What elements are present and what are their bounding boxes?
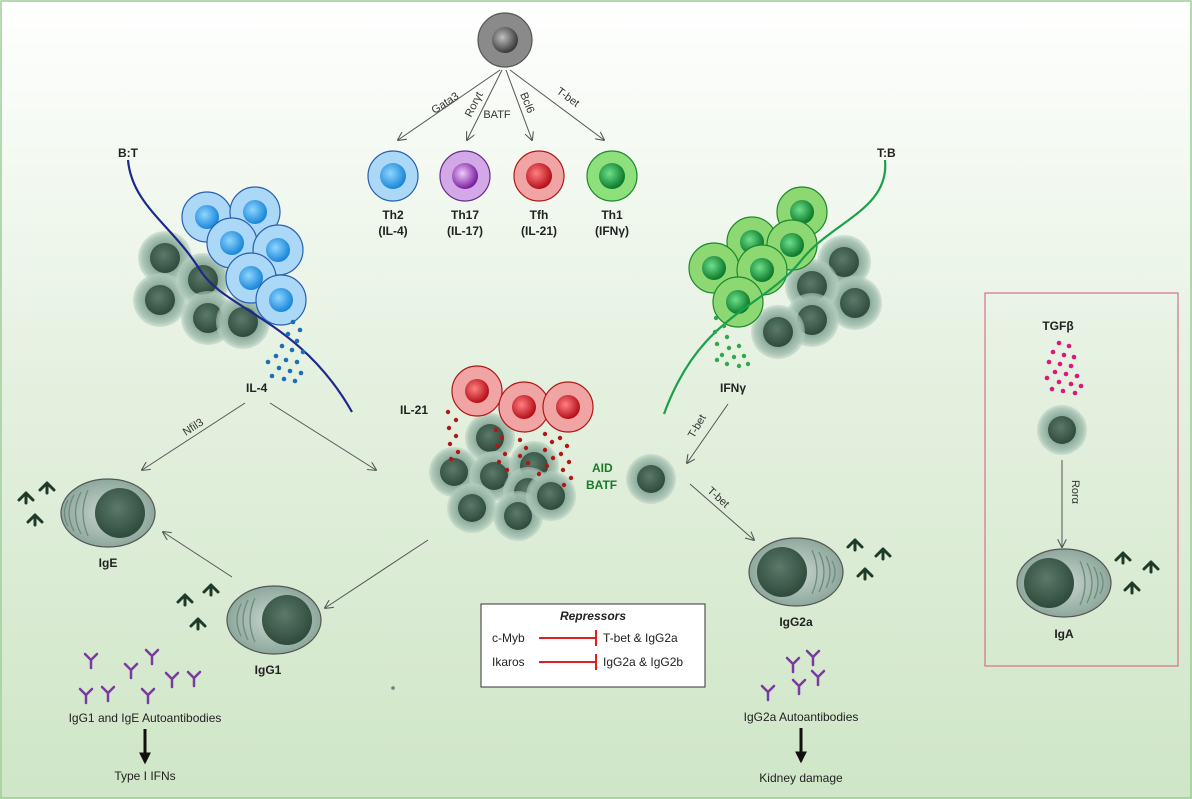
- igg1-plasma-cell: [226, 585, 322, 655]
- ifng-label: IFNγ: [720, 381, 746, 395]
- iga-precursor-b-cell: [1037, 405, 1087, 455]
- repressor-target-1: T-bet & IgG2a: [603, 631, 678, 645]
- ige-plasma-cell: [60, 478, 156, 548]
- right-autoantibody-label: IgG2a Autoantibodies: [744, 710, 859, 724]
- rora-label: Rorα: [1069, 480, 1081, 505]
- left-autoantibodies: [78, 648, 202, 705]
- iga-label: IgA: [1054, 627, 1074, 641]
- left-b-cell-cluster: [133, 231, 270, 349]
- right-autoantibodies: [760, 649, 826, 702]
- tfh-label: Tfh: [530, 208, 549, 222]
- type1-ifn-label: Type I IFNs: [114, 769, 175, 783]
- activated-b-cell: [626, 454, 676, 504]
- stray-dot: [391, 686, 395, 690]
- tfh-cytokine: (IL-21): [521, 224, 557, 238]
- iga-panel-frame: [984, 292, 1179, 667]
- aid-label: AID: [592, 461, 613, 475]
- repressors-title: Repressors: [560, 609, 626, 623]
- th2-label: Th2: [382, 208, 404, 222]
- left-th2-cluster: [181, 186, 307, 326]
- tb-contact-line: [662, 159, 887, 415]
- bt-contact-line: [126, 159, 353, 413]
- repressors-box: Repressors c-Myb T-bet & IgG2a Ikaros Ig…: [480, 603, 706, 688]
- repressor-target-2: IgG2a & IgG2b: [603, 655, 683, 669]
- center-b-cell-cluster: [429, 413, 576, 541]
- batf-center-label: BATF: [586, 478, 617, 492]
- th17-cytokine: (IL-17): [447, 224, 483, 238]
- repressor-factor-1: c-Myb: [492, 631, 525, 645]
- tfh-cell: [513, 150, 565, 202]
- igg2a-plasma-cell: [748, 537, 844, 607]
- left-autoantibody-label: IgG1 and IgE Autoantibodies: [69, 711, 222, 725]
- il21-dots: [445, 409, 574, 488]
- right-th1-cluster: [688, 186, 828, 328]
- th17-label: Th17: [451, 208, 479, 222]
- iga-plasma-cell: [1016, 548, 1112, 618]
- ige-antibodies: [17, 481, 56, 527]
- bt-label: B:T: [118, 146, 139, 160]
- differentiation-arrows: [398, 69, 604, 140]
- igg1-antibodies: [176, 583, 220, 631]
- batf-top-label: BATF: [483, 109, 511, 121]
- naive-t-cell: [477, 12, 533, 68]
- th2-cytokine: (IL-4): [378, 224, 407, 238]
- tgfb-dots: [1044, 340, 1084, 396]
- il4-label: IL-4: [246, 381, 268, 395]
- th1-cell: [586, 150, 638, 202]
- il21-label: IL-21: [400, 403, 428, 417]
- right-arrows: [687, 403, 754, 540]
- tb-label: T:B: [877, 146, 896, 160]
- th1-label: Th1: [601, 208, 623, 222]
- igg2a-antibodies: [846, 538, 892, 581]
- tgfb-label: TGFβ: [1042, 319, 1073, 333]
- right-b-cell-cluster: [751, 235, 882, 359]
- th2-cell: [367, 150, 419, 202]
- center-tfh-cluster: [451, 365, 594, 433]
- repressor-factor-2: Ikaros: [492, 655, 525, 669]
- th17-cell: [439, 150, 491, 202]
- igg2a-label: IgG2a: [779, 615, 813, 629]
- kidney-damage-label: Kidney damage: [759, 771, 843, 785]
- ifng-dots: [712, 315, 751, 369]
- il4-arrows: [142, 402, 429, 608]
- igg1-label: IgG1: [255, 663, 282, 677]
- th1-cytokine: (IFNγ): [595, 224, 629, 238]
- il4-dots: [265, 319, 306, 384]
- iga-antibodies: [1114, 551, 1160, 595]
- ige-label: IgE: [99, 556, 118, 570]
